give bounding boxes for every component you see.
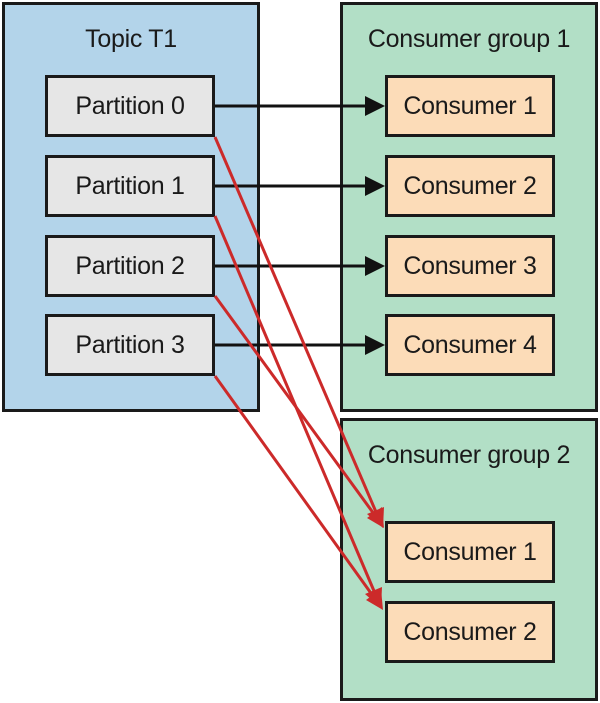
consumer-group-1-title: Consumer group 1 <box>367 25 571 53</box>
group-1-consumer-1-box: Consumer 1 <box>385 75 555 137</box>
group-2-consumer-2-box: Consumer 2 <box>385 601 555 663</box>
topic-title: Topic T1 <box>85 25 177 53</box>
partition-3-box: Partition 3 <box>45 314 215 376</box>
group-2-consumer-1-box: Consumer 1 <box>385 521 555 583</box>
partition-2-box: Partition 2 <box>45 235 215 297</box>
group-1-consumer-4-box: Consumer 4 <box>385 314 555 376</box>
consumer-group-2-title: Consumer group 2 <box>367 441 571 469</box>
group-1-consumer-2-box: Consumer 2 <box>385 155 555 217</box>
partition-1-box: Partition 1 <box>45 155 215 217</box>
group-1-consumer-3-box: Consumer 3 <box>385 235 555 297</box>
partition-0-box: Partition 0 <box>45 75 215 137</box>
